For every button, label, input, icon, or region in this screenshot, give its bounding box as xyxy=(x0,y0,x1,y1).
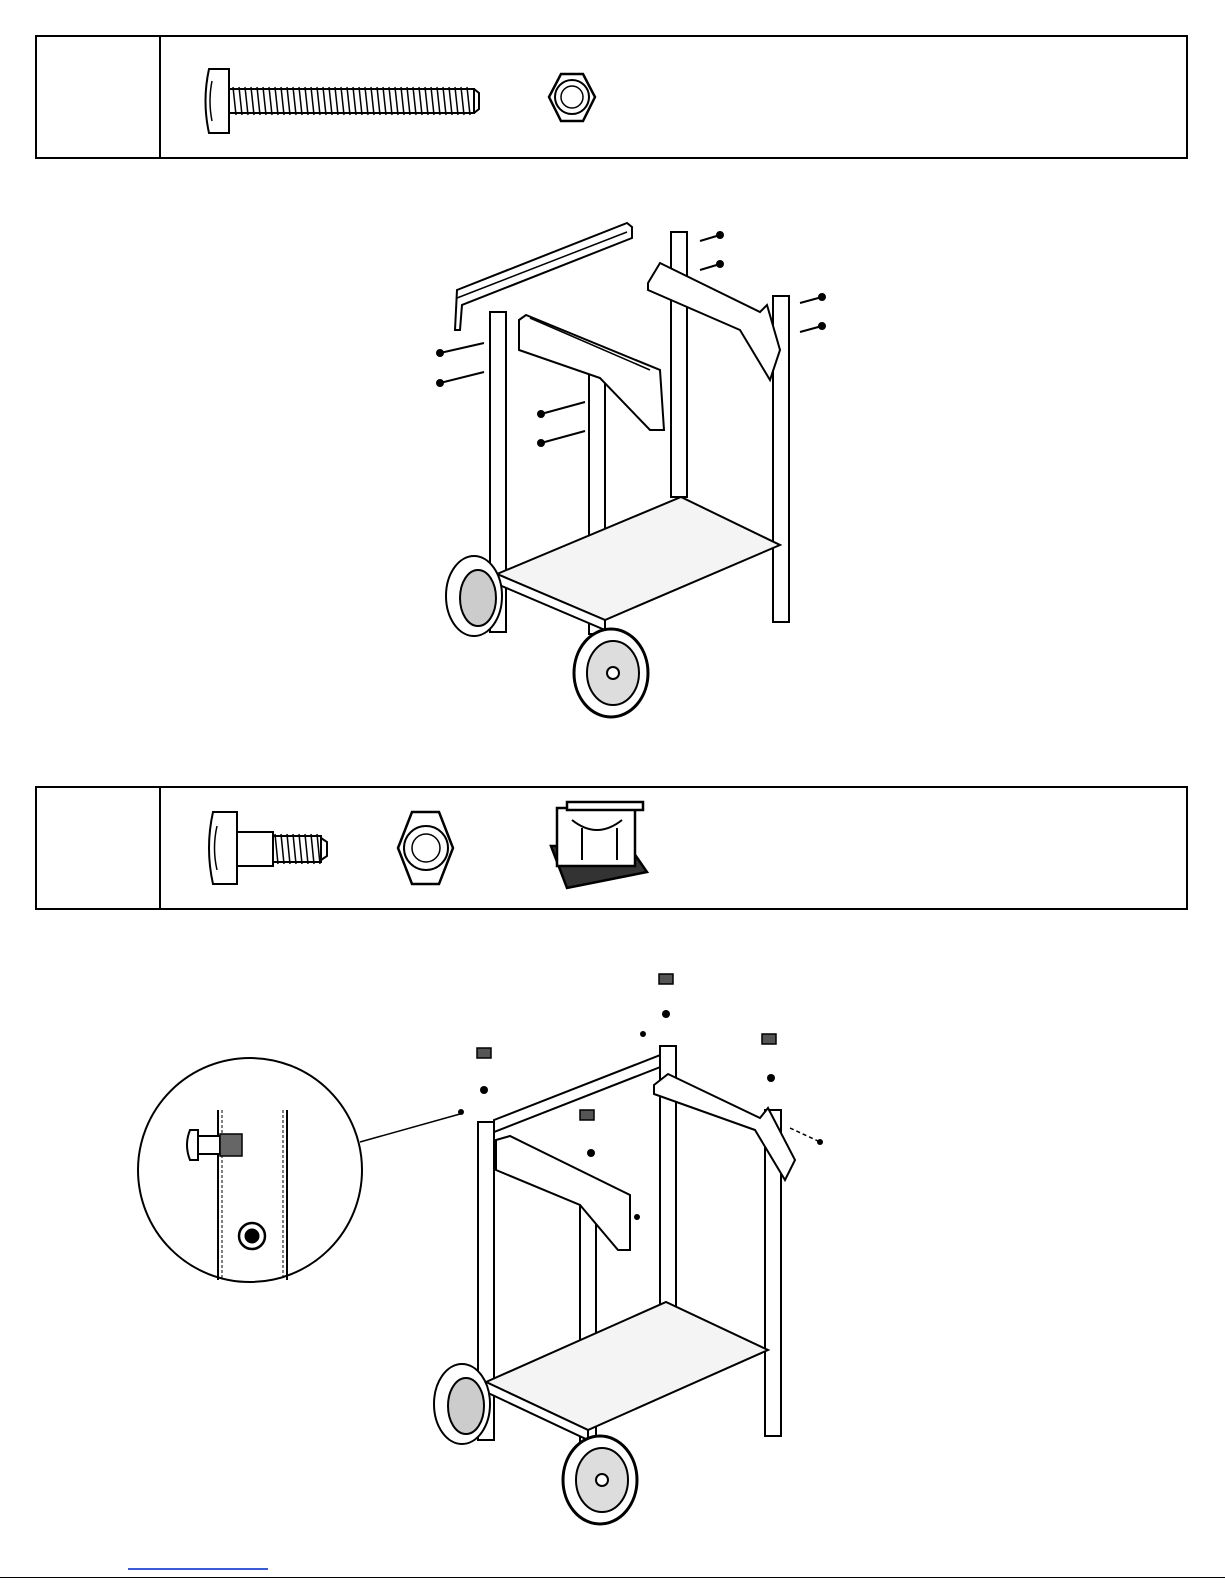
left-bracket-2 xyxy=(496,1136,630,1250)
leg-cap-markers xyxy=(477,974,776,1120)
footer-link[interactable] xyxy=(128,1568,268,1570)
footer-rule xyxy=(0,1577,1225,1578)
bolt-detail-callout xyxy=(138,1058,362,1282)
